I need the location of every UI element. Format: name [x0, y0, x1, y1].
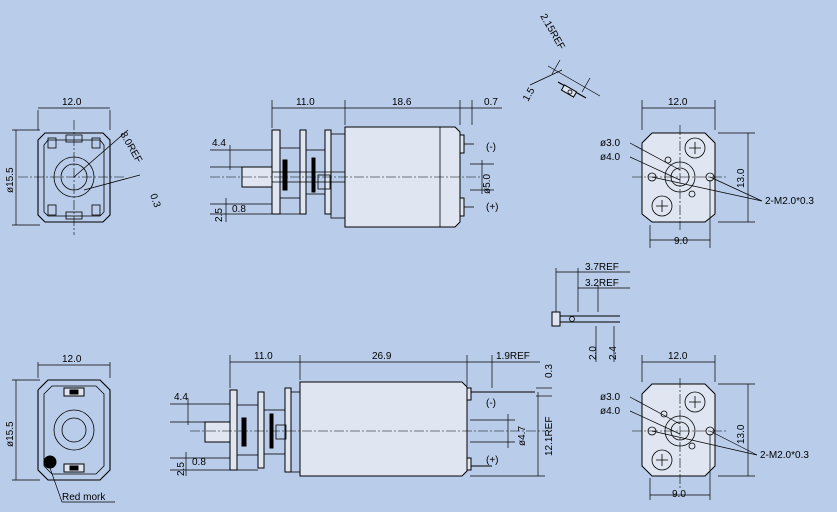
- dim-width-12-a: 12.0: [62, 97, 82, 108]
- side-view-bottom: 11.0 26.9 1.9REF 0.3 4.4 2.5 0.8 (-) (+)…: [170, 351, 555, 477]
- dim-ref-2-15: 2.15REF: [537, 12, 566, 52]
- dim-ref-12-1: 12.1REF: [544, 417, 555, 456]
- dim-dia-3-0-b: ø3.0: [600, 392, 620, 403]
- dim-length-0-7: 0.7: [484, 97, 498, 108]
- polarity-plus-a: (+): [486, 202, 499, 213]
- red-mark-label: Red mork: [62, 492, 106, 503]
- dim-length-26-9: 26.9: [372, 351, 392, 362]
- dim-4-4-b: 4.4: [174, 392, 188, 403]
- dim-4-4-a: 4.4: [212, 138, 226, 149]
- dim-ref-3-2: 3.2REF: [585, 278, 619, 289]
- front-view-bottom-right: 12.0 9.0 13.0 ø3.0 ø4.0 2-M2.0*0.3: [600, 351, 809, 500]
- dim-ref-3-7: 3.7REF: [585, 262, 619, 273]
- side-view-top: 11.0 18.6 0.7 4.4 2.5 0.8 (-) (+) ø5.0: [210, 97, 502, 228]
- dim-1-5: 1.5: [521, 86, 538, 104]
- dim-dia-5-0: ø5.0: [482, 174, 493, 194]
- dim-0-8-b: 0.8: [192, 457, 206, 468]
- dim-ref-8-0: 8.0REF: [117, 130, 143, 165]
- dim-dia-4-0-a: ø4.0: [600, 152, 620, 163]
- dim-dia-15-5-b: ø15.5: [5, 421, 16, 447]
- dim-dia-4-7: ø4.7: [517, 426, 528, 446]
- dim-thickness-0-3-b: 0.3: [544, 364, 555, 378]
- dim-width-9-0-b: 9.0: [672, 489, 686, 500]
- dim-height-13-0-b: 13.0: [736, 424, 747, 444]
- dim-length-18-6: 18.6: [392, 97, 412, 108]
- dim-width-9-0-a: 9.0: [674, 236, 688, 247]
- thread-spec-b: 2-M2.0*0.3: [760, 450, 809, 461]
- thread-spec-a: 2-M2.0*0.3: [765, 196, 814, 207]
- dim-0-8-a: 0.8: [232, 204, 246, 215]
- end-view-top-left: 12.0 ø15.5 8.0REF 0.3: [5, 97, 162, 235]
- dim-dia-4-0-b: ø4.0: [600, 406, 620, 417]
- dim-2-0: 2.0: [588, 346, 599, 360]
- dim-length-11-0-b: 11.0: [254, 351, 273, 362]
- terminal-detail-top: 2.15REF 1.5: [521, 12, 601, 104]
- polarity-minus-b: (-): [486, 398, 496, 409]
- end-view-bottom-left: 12.0 ø15.5 Red mork: [5, 354, 115, 503]
- dim-dia-15-5-a: ø15.5: [5, 167, 16, 193]
- dim-width-12-c: 12.0: [62, 354, 82, 365]
- dim-thickness-0-3-a: 0.3: [147, 192, 162, 209]
- front-view-top-right: 12.0 9.0 13.0 ø3.0 ø4.0 2-M2.0*0.3: [600, 97, 814, 248]
- dim-width-12-b: 12.0: [668, 97, 688, 108]
- dim-dia-3-0-a: ø3.0: [600, 138, 620, 149]
- terminal-detail-middle: 3.7REF 3.2REF 2.0 2.4: [551, 262, 630, 362]
- polarity-plus-b: (+): [486, 455, 499, 466]
- dim-width-12-d: 12.0: [668, 351, 688, 362]
- dim-height-13-0-a: 13.0: [736, 168, 747, 188]
- dim-ref-1-9: 1.9REF: [496, 351, 530, 362]
- dim-2-4: 2.4: [608, 346, 619, 360]
- polarity-minus-a: (-): [486, 142, 496, 153]
- dim-2-5-b: 2.5: [176, 462, 187, 476]
- dim-2-5-a: 2.5: [214, 208, 225, 222]
- dim-length-11-0-a: 11.0: [296, 97, 315, 108]
